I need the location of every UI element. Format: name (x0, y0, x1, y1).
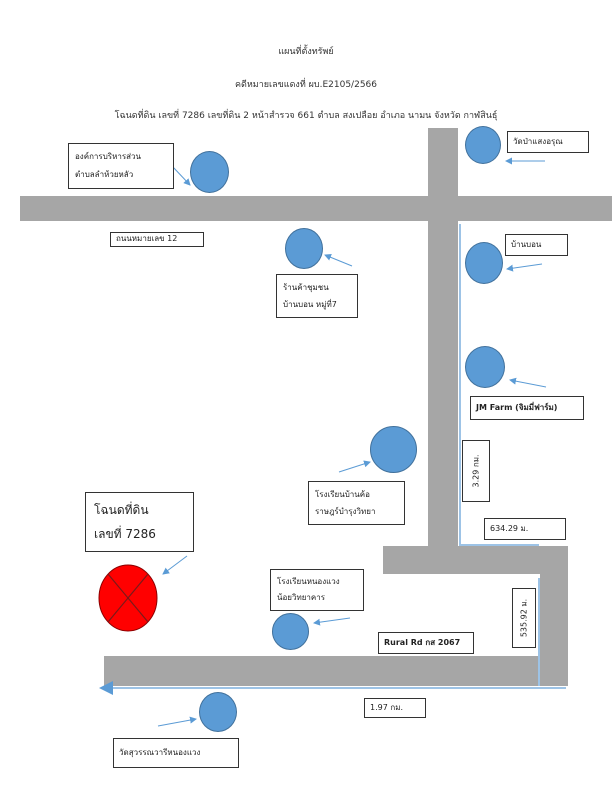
arrow-wat-suwan (157, 716, 197, 727)
school-nong-waeng-line1: โรงเรียนหนองแวง (277, 577, 340, 586)
map-title: แผนที่ตั้งทรัพย์ (278, 47, 334, 57)
deed-info: โฉนดที่ดิน เลขที่ 7286 เลขที่ดิน 2 หน้าส… (114, 111, 498, 121)
tao-label-line1: องค์การบริหารส่วน (75, 152, 141, 161)
school-ban-kho-marker (370, 426, 417, 473)
shop-label-line2: บ้านบอน หมู่ที่7 (283, 300, 337, 309)
arrow-ban-bon (506, 263, 543, 272)
distance-535-label: 535.92 ม. (519, 598, 529, 638)
jm-farm-label: JM Farm (จิมมี่ฟาร์ม) (470, 396, 584, 420)
school-nong-waeng-marker (272, 613, 309, 650)
case-number: คดีหมายเลขแดงที่ ผบ.E2105/2566 (234, 80, 377, 90)
arrow-shop (324, 254, 353, 267)
arrow-school-ban-kho (338, 460, 371, 473)
deed-label-line2: เลขที่ 7286 (94, 527, 156, 541)
arrow-jm-farm (509, 377, 547, 388)
tao-marker (190, 151, 229, 193)
tao-label-line2: ตำบลลำห้วยหลัว (75, 170, 134, 179)
school-nong-waeng-label: โรงเรียนหนองแวง น้อยวิทยาคาร (270, 569, 364, 611)
school-ban-kho-label: โรงเรียนบ้านค้อ ราษฎร์บำรุงวิทยา (308, 481, 405, 525)
deed-label: โฉนดที่ดิน เลขที่ 7286 (85, 492, 194, 552)
distance-535-box: 535.92 ม. (512, 588, 536, 648)
ban-bon-label: บ้านบอน (505, 234, 568, 256)
shop-marker (285, 228, 323, 269)
distance-3-29-box: 3.29 กม. (462, 440, 490, 502)
school-ban-kho-line1: โรงเรียนบ้านค้อ (315, 490, 370, 499)
rural-rd-label: Rural Rd กส 2067 (378, 632, 474, 654)
rural-road-2067 (104, 656, 568, 686)
route-line-1 (459, 224, 539, 546)
arrow-deed (162, 555, 188, 575)
wat-pa-label: วัดป่าแสงอรุณ (507, 131, 589, 153)
shop-label-line1: ร้านค้าชุมชน (283, 283, 329, 292)
wat-suwan-marker (199, 692, 237, 732)
school-nong-waeng-line2: น้อยวิทยาคาร (277, 593, 326, 602)
road-12 (20, 196, 612, 221)
arrow-tao (171, 165, 191, 186)
connector-road (383, 546, 567, 574)
deed-label-line1: โฉนดที่ดิน (94, 503, 149, 517)
wat-pa-marker (465, 126, 501, 164)
arrow-school-nong-waeng (313, 617, 351, 626)
ban-bon-marker (465, 242, 503, 284)
deed-target-marker (98, 564, 158, 632)
tao-label: องค์การบริหารส่วน ตำบลลำห้วยหลัว (68, 143, 174, 189)
distance-3-29-label: 3.29 กม. (471, 454, 481, 488)
school-ban-kho-line2: ราษฎร์บำรุงวิทยา (315, 507, 376, 516)
wat-suwan-label: วัดสุวรรณวารีหนองแวง (113, 738, 239, 768)
distance-1-97-label: 1.97 กม. (364, 698, 426, 718)
distance-634-label: 634.29 ม. (484, 518, 566, 540)
road-12-label: ถนนหมายเลข 12 (110, 232, 204, 247)
shop-label: ร้านค้าชุมชน บ้านบอน หมู่ที่7 (276, 274, 358, 318)
jm-farm-marker (465, 346, 505, 388)
